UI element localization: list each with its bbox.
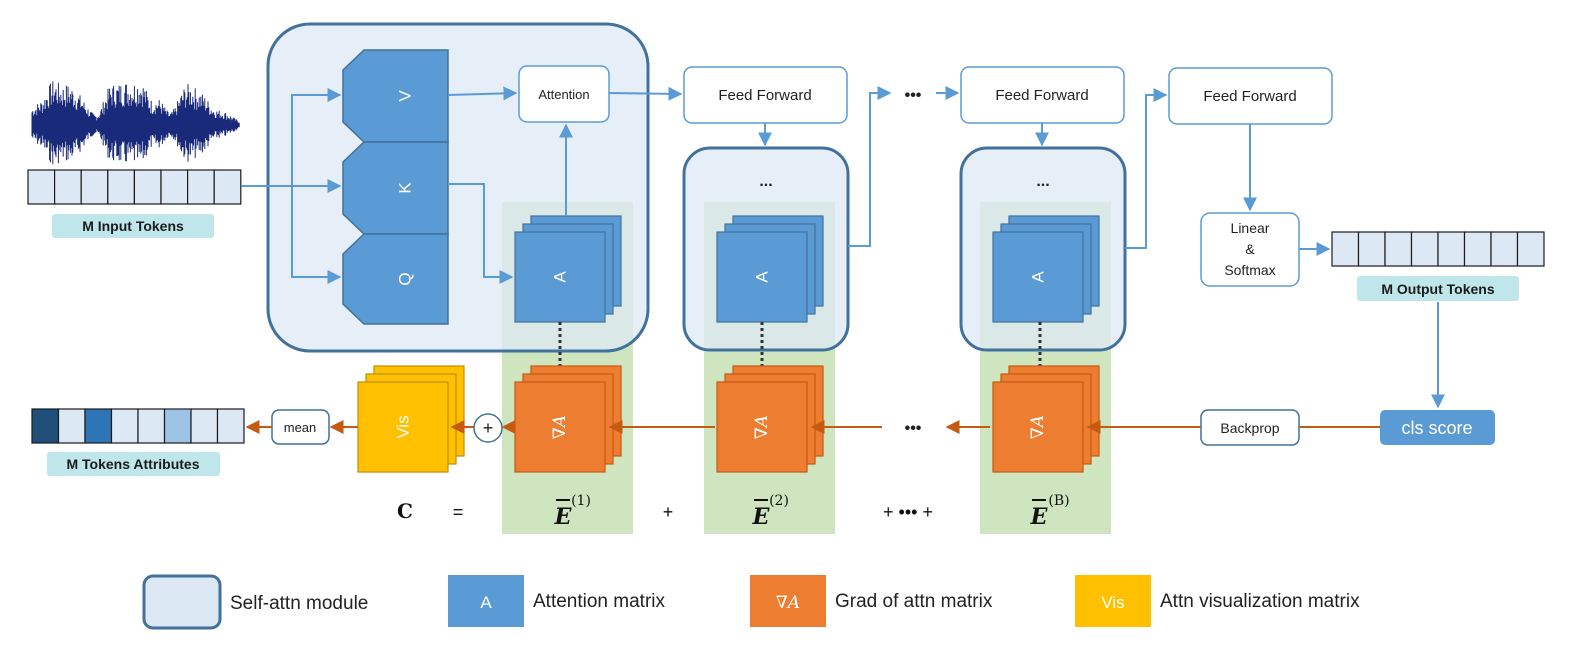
output-token-8 [1516, 231, 1545, 267]
e-sup-1: (1) [571, 493, 591, 509]
attribution-tokens-label-bg [47, 452, 220, 476]
input-token-4 [107, 169, 136, 205]
top-ellipsis: ••• [905, 87, 922, 104]
feed-forward-label-3: Feed Forward [1203, 88, 1296, 105]
equation-term-b: E (B) [1030, 493, 1070, 530]
forward-arrows [241, 86, 1445, 409]
output-token-5 [1437, 231, 1466, 267]
a-label-b: A [1029, 271, 1048, 283]
input-token-3 [80, 169, 109, 205]
equation-plus-1: + [663, 502, 674, 522]
feed-forward-label-2: Feed Forward [995, 87, 1088, 104]
input-token-6 [160, 169, 189, 205]
attention-matrix-stack-b [992, 215, 1100, 323]
attention-label: Attention [538, 87, 589, 102]
equation-c: C [397, 499, 413, 523]
input-token-1 [27, 169, 56, 205]
grad-matrix-stack-b [992, 365, 1100, 473]
legend: Self-attn module A Attention matrix ∇A G… [142, 574, 1360, 630]
legend-vis-icon: Vis [1101, 593, 1124, 612]
audio-waveform [31, 81, 240, 165]
output-token-6 [1463, 231, 1492, 267]
equation-term-1: E (1) [554, 493, 591, 530]
grad-matrix-stack-1 [514, 365, 622, 473]
legend-grad-icon: ∇A [776, 593, 800, 613]
e-sup-b: (B) [1048, 493, 1069, 509]
output-tokens-label-bg [1357, 276, 1519, 301]
input-tokens [27, 169, 242, 205]
cls-score-label: cls score [1401, 418, 1472, 438]
equation-term-2: E (2) [752, 493, 789, 530]
attribution-token-1 [31, 408, 60, 444]
e-sup-2: (2) [769, 493, 789, 509]
attribution-token-2 [57, 408, 86, 444]
vis-matrix-stack [357, 365, 465, 473]
output-token-3 [1384, 231, 1413, 267]
cls-score-box [1380, 410, 1495, 445]
legend-grad-label: Grad of attn matrix [835, 591, 993, 612]
grad-label-1: ∇A [550, 415, 570, 439]
grad-label-b: ∇A [1028, 415, 1048, 439]
output-token-4 [1410, 231, 1439, 267]
linear-label: Linear [1231, 220, 1270, 236]
input-token-5 [133, 169, 162, 205]
attribution-token-3 [84, 408, 113, 444]
legend-attn-label: Attention matrix [533, 591, 665, 612]
feed-forward-label-1: Feed Forward [718, 87, 811, 104]
equation-plus-dots: + ••• + [883, 502, 933, 522]
k-label: K [396, 182, 415, 194]
a-label-2: A [753, 271, 772, 283]
attribution-tokens [31, 408, 245, 444]
input-token-8 [213, 169, 242, 205]
v-label: V [396, 90, 415, 102]
softmax-label: Softmax [1224, 262, 1275, 278]
output-token-1 [1331, 231, 1360, 267]
module-2-ellipsis: ... [759, 173, 772, 190]
legend-attn-swatch [448, 575, 524, 627]
output-tokens-label: M Output Tokens [1381, 281, 1494, 297]
waveform-path [31, 81, 240, 165]
module-b-ellipsis: ... [1036, 173, 1049, 190]
attribution-token-6 [163, 408, 192, 444]
input-token-2 [53, 169, 82, 205]
input-token-7 [187, 169, 215, 205]
legend-grad-swatch [750, 575, 826, 627]
attribution-token-7 [190, 408, 219, 444]
output-token-2 [1357, 231, 1386, 267]
output-token-7 [1490, 231, 1519, 267]
ampersand-label: & [1245, 241, 1255, 257]
equation-equals: = [453, 502, 464, 522]
grad-matrix-stack-2 [716, 365, 824, 473]
e-symbol-2: E [752, 504, 771, 530]
vis-label: Vis [394, 415, 413, 438]
legend-vis-swatch [1075, 575, 1151, 627]
backprop-label: Backprop [1220, 420, 1279, 436]
attribution-token-5 [137, 408, 166, 444]
legend-self-attn-swatch [142, 574, 222, 630]
input-tokens-label: M Input Tokens [82, 218, 184, 234]
grad-label-2: ∇A [752, 415, 772, 439]
attention-matrix-stack-1 [514, 215, 622, 323]
q-projection [342, 233, 449, 325]
legend-vis-label: Attn visualization matrix [1160, 591, 1360, 612]
output-tokens [1331, 231, 1545, 267]
a-label-1: A [551, 271, 570, 283]
bottom-ellipsis: ••• [905, 420, 922, 437]
legend-self-attn-label: Self-attn module [230, 593, 368, 614]
mean-label: mean [284, 420, 317, 435]
sum-plus: + [483, 418, 494, 438]
attention-matrix-stack-2 [716, 215, 824, 323]
e-symbol-b: E [1030, 504, 1049, 530]
attribution-tokens-label: M Tokens Attributes [66, 456, 199, 472]
e-symbol-1: E [554, 504, 573, 530]
attribution-token-8 [216, 408, 245, 444]
attribution-token-4 [110, 408, 139, 444]
input-tokens-label-bg [52, 214, 214, 238]
q-label: Q [396, 272, 415, 285]
legend-attn-icon: A [480, 593, 492, 612]
